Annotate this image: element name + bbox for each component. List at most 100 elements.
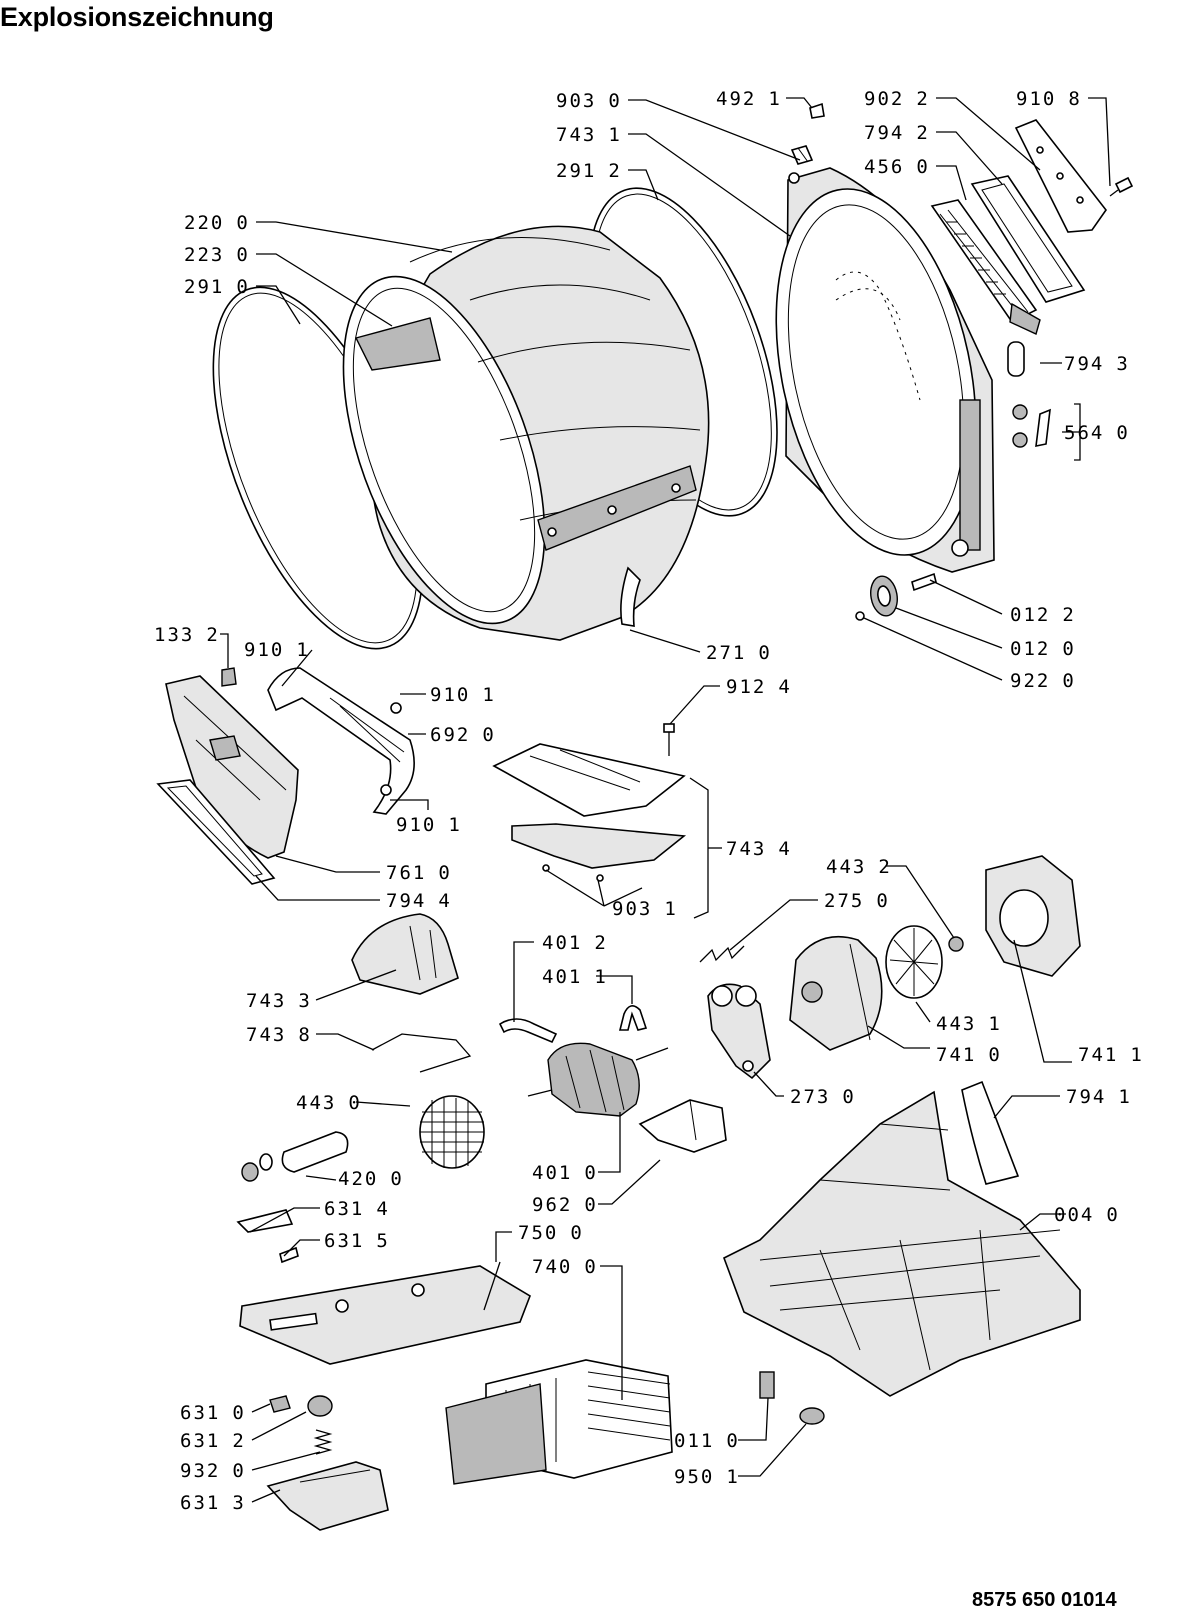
part-number: 011 [674,1430,714,1452]
part-suffix: 0 [438,862,451,884]
part-suffix: 0 [236,244,249,266]
part-suffix: 0 [1116,422,1129,444]
part-number: 743 [556,124,596,146]
part-number: 631 [180,1402,220,1424]
gasket-794-4 [156,779,276,885]
fan-wheel-443-1 [885,925,943,999]
fan-housing-741-1 [985,855,1081,977]
part-number: 794 [1066,1086,1106,1108]
part-number: 910 [430,684,470,706]
part-suffix: 2 [916,88,929,110]
float-switch [266,1461,389,1531]
part-suffix: 0 [390,1168,403,1190]
drum-roller [870,575,898,617]
part-label-belt-tensioner: 273 0 [790,1086,856,1108]
motor-clamp-401-1 [618,1005,648,1031]
wire-bracket [371,1033,472,1073]
part-label-float-switch-part: 631 0 [180,1402,246,1424]
part-number: 275 [824,890,864,912]
part-number: 004 [1054,1204,1094,1226]
part-number: 133 [154,624,194,646]
part-suffix: 8 [298,1024,311,1046]
part-number: 273 [790,1086,830,1108]
part-suffix: 1 [726,1466,739,1488]
part-suffix: 3 [298,990,311,1012]
part-number: 401 [532,1162,572,1184]
tension-spring [699,945,745,963]
switch-part-631-4 [236,1209,294,1233]
fan-nut [948,936,964,952]
part-number: 401 [542,932,582,954]
part-number: 743 [246,1024,286,1046]
foot-pad [799,1407,825,1425]
part-suffix: 1 [608,124,621,146]
spring-932-0 [313,1429,333,1455]
part-label-foot: 011 0 [674,1430,740,1452]
roller-axle [911,572,937,592]
part-suffix: 3 [232,1492,245,1514]
part-number: 743 [726,838,766,860]
part-number: 910 [1016,88,1056,110]
gasket-794-3 [1007,341,1025,377]
part-number: 794 [1064,353,1104,375]
motor [527,1042,669,1117]
part-number: 912 [726,676,766,698]
part-suffix: 1 [1130,1044,1143,1066]
part-suffix: 0 [232,1402,245,1424]
part-number: 443 [296,1092,336,1114]
fan-cover [351,913,459,995]
part-number: 794 [386,890,426,912]
part-suffix: 0 [842,1086,855,1108]
float-switch-part-631-2 [307,1395,333,1417]
part-suffix: 4 [438,890,451,912]
part-label-rear-bulkhead: 743 1 [556,124,622,146]
part-suffix: 0 [584,1194,597,1216]
leader-lines [220,97,1111,1503]
part-suffix: 2 [878,856,891,878]
part-suffix: 0 [232,1460,245,1482]
part-number: 922 [1010,670,1050,692]
part-number: 492 [716,88,756,110]
base-frame [723,1090,1081,1397]
part-number: 740 [532,1256,572,1278]
part-suffix: 0 [988,1044,1001,1066]
filter-cover-plate [1014,119,1107,233]
part-suffix: 1 [448,814,461,836]
foot [759,1371,775,1399]
part-number: 443 [936,1013,976,1035]
part-suffix: 0 [726,1430,739,1452]
clip-492-1 [809,102,825,119]
part-suffix: 1 [664,898,677,920]
condenser-cover [239,1265,531,1365]
rear-bulkhead [775,167,995,573]
capacitor [241,1131,349,1182]
handle-bracket [267,667,415,815]
part-suffix: 0 [916,156,929,178]
diagram-title: Explosionszeichnung [0,2,274,32]
